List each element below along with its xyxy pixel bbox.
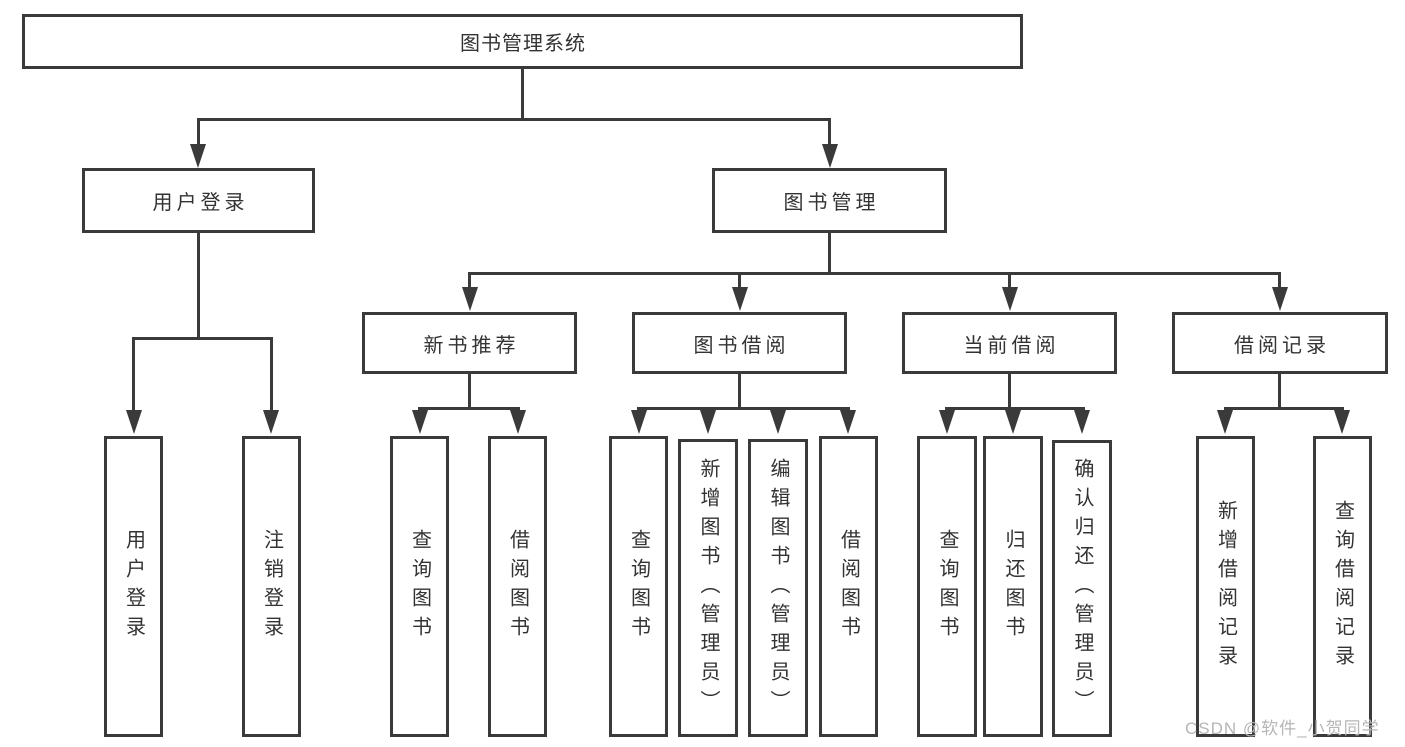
connector-line xyxy=(1224,407,1344,410)
arrowhead xyxy=(510,410,526,434)
connector-line xyxy=(738,272,741,289)
connector-line xyxy=(521,69,524,120)
leaf-rec-borrow-books: 借阅图书 xyxy=(488,436,547,737)
arrowhead xyxy=(1074,410,1090,434)
leaf-rec-borrow-books-label: 借阅图书 xyxy=(506,528,529,645)
arrowhead xyxy=(732,287,748,311)
node-new-book-recommend-label: 新书推荐 xyxy=(423,334,520,357)
node-user-login: 用户登录 xyxy=(82,168,315,233)
arrowhead xyxy=(1272,287,1288,311)
node-book-borrowing: 图书借阅 xyxy=(632,312,847,374)
arrowhead xyxy=(462,287,478,311)
connector-line xyxy=(132,337,273,340)
leaf-logout-label: 注销登录 xyxy=(260,528,283,645)
leaf-bor-edit-books-label: 编辑图书（管理员） xyxy=(767,457,789,719)
node-book-management: 图书管理 xyxy=(712,168,947,233)
leaf-recd-add-record-label: 新增借阅记录 xyxy=(1214,499,1237,674)
node-book-borrowing-label: 图书借阅 xyxy=(693,334,790,357)
arrowhead xyxy=(1334,410,1350,434)
leaf-bor-borrow-books-label: 借阅图书 xyxy=(837,528,860,645)
node-user-login-label: 用户登录 xyxy=(152,192,249,214)
leaf-rec-query-books: 查询图书 xyxy=(390,436,449,737)
leaf-cur-return-books-label: 归还图书 xyxy=(1002,528,1024,645)
node-root: 图书管理系统 xyxy=(22,14,1023,69)
leaf-cur-query-books-label: 查询图书 xyxy=(936,528,958,645)
connector-line xyxy=(828,118,831,146)
arrowhead xyxy=(1005,410,1021,434)
node-book-management-label: 图书管理 xyxy=(783,192,880,214)
arrowhead xyxy=(939,410,955,434)
node-current-borrowing: 当前借阅 xyxy=(902,312,1117,374)
connector-line xyxy=(637,407,850,410)
connector-line xyxy=(468,374,471,410)
leaf-bor-borrow-books: 借阅图书 xyxy=(819,436,878,737)
leaf-cur-confirm-return-label: 确认归还（管理员） xyxy=(1071,458,1093,719)
arrowhead xyxy=(1217,410,1233,434)
leaf-logout: 注销登录 xyxy=(242,436,301,737)
leaf-bor-query-books-label: 查询图书 xyxy=(627,528,650,645)
connector-line xyxy=(828,233,831,274)
connector-line xyxy=(1278,272,1281,289)
leaf-recd-add-record: 新增借阅记录 xyxy=(1196,436,1255,737)
node-new-book-recommend: 新书推荐 xyxy=(362,312,577,374)
connector-line xyxy=(418,407,520,410)
leaf-recd-query-record: 查询借阅记录 xyxy=(1313,436,1372,737)
connector-line xyxy=(1008,272,1011,289)
connector-line xyxy=(468,272,1281,275)
connector-line xyxy=(945,407,1085,410)
node-borrowing-records: 借阅记录 xyxy=(1172,312,1388,374)
leaf-cur-return-books: 归还图书 xyxy=(983,436,1043,737)
leaf-cur-confirm-return: 确认归还（管理员） xyxy=(1052,440,1112,737)
arrowhead xyxy=(822,144,838,168)
arrowhead xyxy=(412,410,428,434)
connector-line xyxy=(132,337,135,410)
arrowhead xyxy=(1002,287,1018,311)
arrowhead xyxy=(126,410,142,434)
arrowhead xyxy=(263,410,279,434)
connector-line xyxy=(468,272,471,289)
connector-line xyxy=(197,118,200,146)
csdn-watermark: CSDN @软件_小贺同学 xyxy=(1185,719,1380,738)
arrowhead xyxy=(840,410,856,434)
leaf-bor-query-books: 查询图书 xyxy=(609,436,668,737)
leaf-rec-query-books-label: 查询图书 xyxy=(408,528,431,645)
connector-line xyxy=(1008,374,1011,410)
connector-line xyxy=(197,233,200,337)
leaf-bor-add-books-label: 新增图书（管理员） xyxy=(697,457,719,719)
arrowhead xyxy=(631,410,647,434)
node-current-borrowing-label: 当前借阅 xyxy=(963,334,1060,357)
arrowhead xyxy=(700,410,716,434)
connector-line xyxy=(1278,374,1281,410)
connector-line xyxy=(738,374,741,410)
arrowhead xyxy=(770,410,786,434)
leaf-bor-edit-books: 编辑图书（管理员） xyxy=(748,439,808,737)
leaf-recd-query-record-label: 查询借阅记录 xyxy=(1331,499,1354,674)
connector-line xyxy=(270,337,273,410)
node-root-label: 图书管理系统 xyxy=(460,33,586,55)
leaf-user-login: 用户登录 xyxy=(104,436,163,737)
arrowhead xyxy=(190,144,206,168)
connector-line xyxy=(197,118,831,121)
leaf-user-login-label: 用户登录 xyxy=(122,528,145,645)
leaf-cur-query-books: 查询图书 xyxy=(917,436,977,737)
node-borrowing-records-label: 借阅记录 xyxy=(1234,334,1330,357)
leaf-bor-add-books: 新增图书（管理员） xyxy=(678,439,738,737)
